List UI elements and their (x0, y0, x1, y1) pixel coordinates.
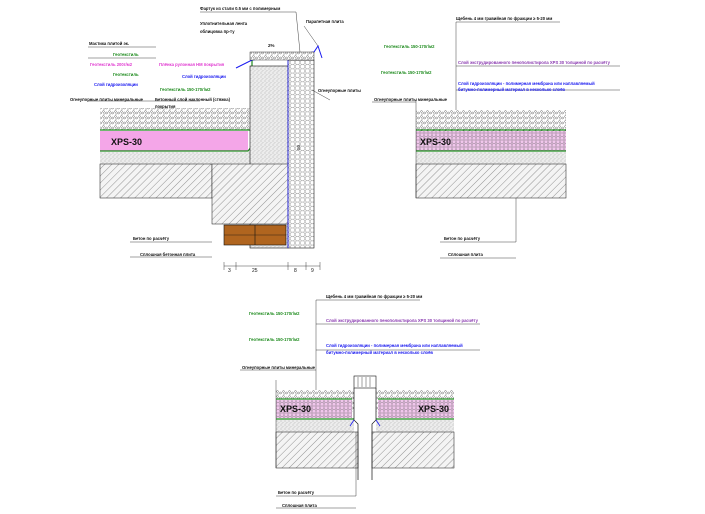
gravel-layer (100, 108, 250, 130)
label-waterproofing-b: битумно-полимерный материал в несколько … (458, 87, 565, 92)
label-concrete-r: Бетон по расчёту (444, 236, 481, 241)
label-mastic: Мастика плитой эк. (89, 41, 129, 46)
label-gravel-3: Щебень 4 мм гравийная по фракции ≥ 5-20 … (326, 294, 422, 299)
label-geotextile-bottom-3: Геотекстиль 150-170г/м2 (249, 337, 300, 342)
label-screed: Бетонный слой наклонный (стяжка) (155, 97, 231, 102)
dim-b: 25 (252, 268, 258, 274)
label-slab-r: Сплошная плита (448, 252, 483, 257)
dim-a: 3 (228, 268, 231, 274)
label-xps-layer: Слой экструдированного пенополистирола X… (458, 60, 611, 65)
vertical-dim: 50 (296, 144, 301, 150)
xps-layer-2 (416, 131, 566, 151)
xps-layer (100, 131, 248, 151)
slope-label: 2% (268, 43, 275, 48)
label-waterproofing-1: Слой гидроизоляции (182, 74, 226, 79)
label-fire-plates-r: Огнеупорные плиты минеральные (374, 97, 448, 102)
xps-label-3a: XPS-30 (280, 404, 311, 414)
xps-label-2: XPS-30 (420, 137, 451, 147)
label-fire-plates: Огнеупорные плиты минеральные (70, 97, 144, 102)
dim-d: 9 (311, 268, 314, 274)
screed-layer (100, 152, 250, 164)
label-waterproofing-a: Слой гидроизоляции - полимерная мембрана… (458, 81, 595, 86)
label-geotextile-1: Геотекстиль (113, 52, 139, 57)
label-geotextile-top-3: Геотекстиль 150-170г/м2 (249, 311, 300, 316)
label-parapet-slab: Парапетная плита (306, 19, 344, 24)
label-slab-3: Сплошная плита (282, 503, 317, 508)
label-gravel: Щебень 4 мм гравийная по фракции ≥ 5-20 … (456, 16, 552, 21)
label-geotextile-top: Геотекстиль 150-170г/м2 (384, 44, 435, 49)
label-concrete-3: Бетон по расчёту (278, 490, 315, 495)
concrete-slab (99, 163, 213, 199)
label-seal-tape: Уплотнительная лента (200, 21, 248, 26)
label-waterproofing-3b: битумно-полимерный материал в несколько … (326, 350, 433, 355)
label-fire-plates-3: Огнеупорные плиты минеральные (242, 365, 316, 370)
label-geotextile-150: Геотекстиль 150-170г/м2 (160, 87, 211, 92)
label-xps-layer-3: Слой экструдированного пенополистирола X… (326, 318, 479, 323)
label-waterproofing-2: Слой гидроизоляции (94, 82, 138, 87)
label-concrete-calc: Бетон по расчёту (133, 236, 170, 241)
wall-insulation (287, 59, 315, 249)
drain-pipe (353, 388, 377, 480)
wall-concrete (211, 163, 289, 225)
label-waterproofing-3a: Слой гидроизоляции - полимерная мембрана… (326, 343, 463, 348)
detail-drain: XPS-30 XPS-30 Щебень 4 мм гравийная по ф… (240, 294, 480, 509)
label-flashing: Фартук из стали 0.5 мм с полимерным (200, 6, 280, 11)
xps-label-3b: XPS-30 (418, 404, 449, 414)
label-geotextile-200: Геотекстиль 200г/м2 (90, 62, 133, 67)
detail-parapet: XPS-30 2% 50 3 25 8 9 (70, 6, 361, 274)
label-geotextile-bottom: Геотекстиль 150-170г/м2 (381, 70, 432, 75)
label-film: Плёнка рулонная НМ покрытия (159, 62, 225, 67)
label-screed-2: покрытия (155, 104, 176, 109)
label-fire-plates-2: Огнеупорные плиты (318, 88, 361, 93)
label-geotextile-2: Геотекстиль (113, 72, 139, 77)
detail-roof-section: XPS-30 Щебень 4 мм гравийная по фракции … (372, 16, 620, 259)
dim-c: 8 (294, 268, 297, 274)
label-solid-slab: Сплошная бетонная плита (140, 252, 196, 257)
label-seal-tape-2: облицовка пр-ту (200, 29, 235, 34)
drain-grate (353, 375, 377, 389)
xps-label: XPS-30 (111, 137, 142, 147)
